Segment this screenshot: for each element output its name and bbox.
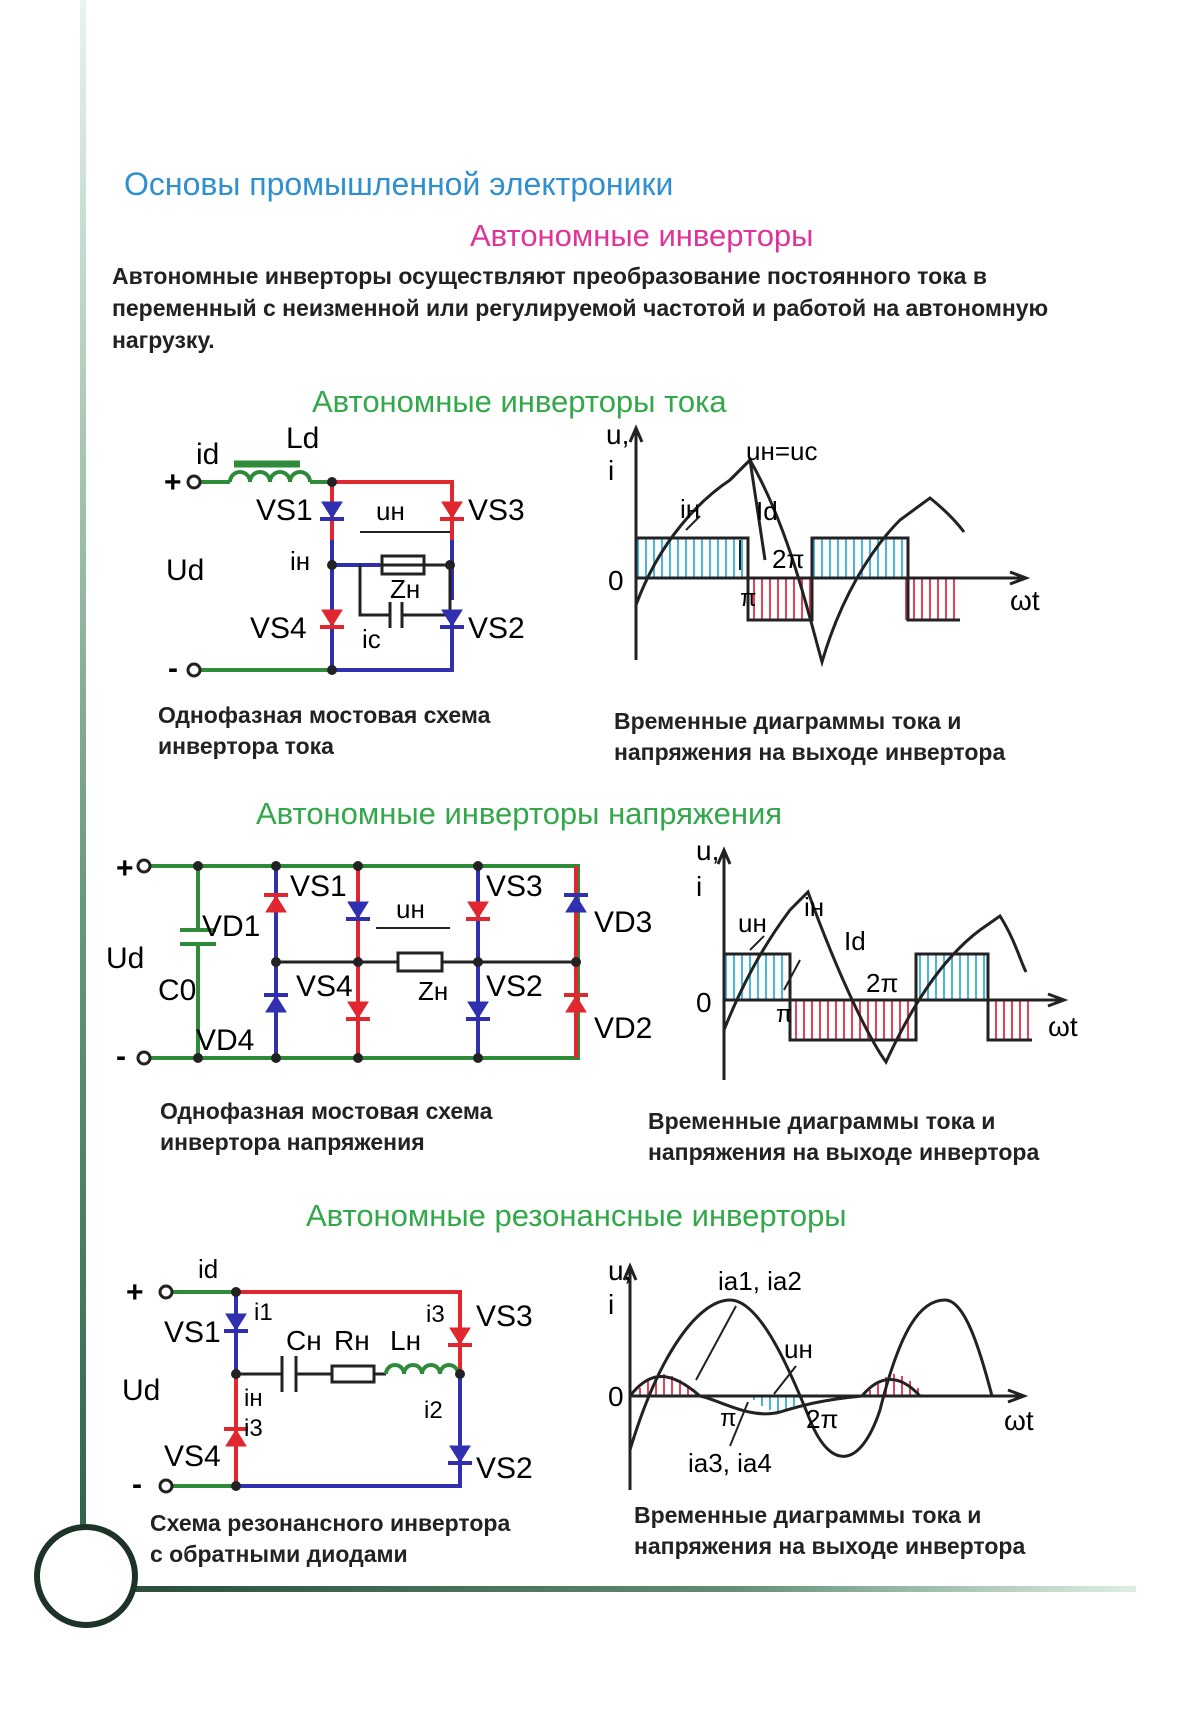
current-inverter-diagram-caption: Временные диаграммы тока и напряжения на… — [614, 708, 1006, 765]
vd1-label: VD1 — [202, 910, 260, 943]
ih-curve-label: iн — [680, 494, 700, 524]
two-pi-label: 2π — [772, 544, 804, 574]
zh-label: Zн — [390, 574, 420, 604]
ic-label: ic — [362, 624, 381, 654]
voltage-inverter-timing-diagram: u, i 0 uн iн Id π 2π ωt — [696, 835, 1078, 1080]
section-title-resonant-inverters: Автономные резонансные инверторы — [306, 1198, 847, 1233]
vs4-label: VS4 — [250, 612, 307, 645]
vs1-label: VS1 — [256, 494, 313, 527]
id-label: id — [198, 1254, 218, 1284]
u-axis-label: u, — [696, 835, 719, 866]
current-inverter-circuit-caption: Однофазная мостовая схема инвертора тока — [158, 702, 491, 759]
plus-terminal-label: + — [116, 852, 134, 885]
vs3-label: VS3 — [476, 1300, 533, 1333]
vd3-label: VD3 — [594, 906, 652, 939]
pi-label: π — [740, 585, 757, 612]
omega-t-label: ωt — [1004, 1405, 1034, 1436]
minus-terminal-label: - — [168, 652, 178, 685]
vs2-label: VS2 — [486, 970, 543, 1003]
id-label: id — [196, 438, 219, 471]
id-current-label: Id — [756, 496, 778, 526]
zero-label: 0 — [696, 987, 712, 1018]
omega-t-label: ωt — [1010, 585, 1040, 616]
current-inverter-timing-diagram: u, i 0 iн uн=uc Id π 2π ωt — [606, 419, 1040, 668]
i-axis-label: i — [608, 455, 614, 486]
two-pi-label: 2π — [806, 1404, 838, 1434]
current-inverter-circuit: + - id Ld Ud VS1 VS3 VS4 VS2 uн iн Zн ic — [164, 422, 525, 685]
i1-label: i1 — [254, 1299, 273, 1326]
intro-paragraph: Автономные инверторы осуществляют преобр… — [112, 263, 1049, 353]
rh-label: Rн — [334, 1325, 370, 1356]
i3-bottom-label: i3 — [244, 1415, 263, 1442]
resonant-inverter-circuit-caption: Схема резонансного инвертора с обратными… — [150, 1510, 511, 1567]
u-axis-label: u, — [608, 1255, 631, 1286]
vs1-label: VS1 — [164, 1316, 221, 1349]
uh-uc-label: uн=uc — [746, 436, 817, 466]
ud-label: Ud — [122, 1374, 160, 1407]
u-axis-label: u, — [606, 419, 629, 450]
minus-terminal-label: - — [116, 1040, 126, 1073]
vs3-label: VS3 — [468, 494, 525, 527]
page-bottom-rule — [96, 1586, 1136, 1592]
vd4-label: VD4 — [196, 1024, 254, 1057]
c0-label: C0 — [158, 974, 196, 1007]
i3-top-label: i3 — [426, 1301, 445, 1328]
two-pi-label: 2π — [866, 968, 898, 998]
page-left-rail — [80, 0, 86, 1600]
page-number-circle — [34, 1524, 138, 1628]
ih-label: iн — [290, 546, 310, 576]
omega-t-label: ωt — [1048, 1011, 1078, 1042]
vs2-label: VS2 — [476, 1452, 533, 1485]
zero-label: 0 — [608, 565, 624, 596]
pi-label: π — [776, 1001, 793, 1028]
book-title: Основы промышленной электроники — [124, 166, 674, 202]
section-title-current-inverters: Автономные инверторы тока — [312, 384, 727, 419]
i-axis-label: i — [608, 1289, 614, 1320]
chapter-title: Автономные инверторы — [470, 218, 814, 253]
resonant-inverter-circuit: + - id Ud VS1 VS3 VS4 VS2 i1 i3 i2 iн i3… — [122, 1254, 533, 1501]
vs3-label: VS3 — [486, 870, 543, 903]
vs4-label: VS4 — [164, 1440, 221, 1473]
section-title-voltage-inverters: Автономные инверторы напряжения — [256, 796, 783, 831]
lh-label: Lн — [390, 1325, 421, 1356]
voltage-inverter-circuit-caption: Однофазная мостовая схема инвертора напр… — [160, 1098, 493, 1155]
ih-label: iн — [244, 1385, 263, 1412]
voltage-inverter-circuit: + - Ud C0 VD1 VD4 VD3 VD2 VS1 VS3 VS4 VS… — [106, 852, 652, 1073]
vs1-label: VS1 — [290, 870, 347, 903]
uh-label: uн — [376, 496, 405, 526]
plus-terminal-label: + — [164, 466, 182, 499]
minus-terminal-label: - — [132, 1468, 142, 1501]
id-current-label: Id — [844, 926, 866, 956]
zero-label: 0 — [608, 1381, 624, 1412]
ih-curve-label: iн — [804, 892, 824, 922]
i-axis-label: i — [696, 871, 702, 902]
i2-label: i2 — [424, 1397, 443, 1424]
vd2-label: VD2 — [594, 1012, 652, 1045]
ud-label: Ud — [106, 942, 144, 975]
ch-label: Cн — [286, 1325, 322, 1356]
uh-curve-label: uн — [784, 1334, 813, 1364]
ud-label: Ud — [166, 554, 204, 587]
resonant-inverter-diagram-caption: Временные диаграммы тока и напряжения на… — [634, 1502, 1026, 1559]
zh-label: Zн — [418, 976, 448, 1006]
uh-curve-label: uн — [738, 908, 767, 938]
ld-label: Ld — [286, 422, 319, 455]
pi-label: π — [720, 1405, 737, 1432]
vs4-label: VS4 — [296, 970, 353, 1003]
plus-terminal-label: + — [126, 1276, 144, 1309]
ia3-ia4-label: ia3, ia4 — [688, 1448, 772, 1478]
vs2-label: VS2 — [468, 612, 525, 645]
resonant-inverter-timing-diagram: u, i 0 ia1, ia2 uн π 2π ia3, ia4 ωt — [608, 1255, 1034, 1490]
uh-label: uн — [396, 894, 425, 924]
voltage-inverter-diagram-caption: Временные диаграммы тока и напряжения на… — [648, 1108, 1040, 1165]
ia1-ia2-label: ia1, ia2 — [718, 1266, 802, 1296]
